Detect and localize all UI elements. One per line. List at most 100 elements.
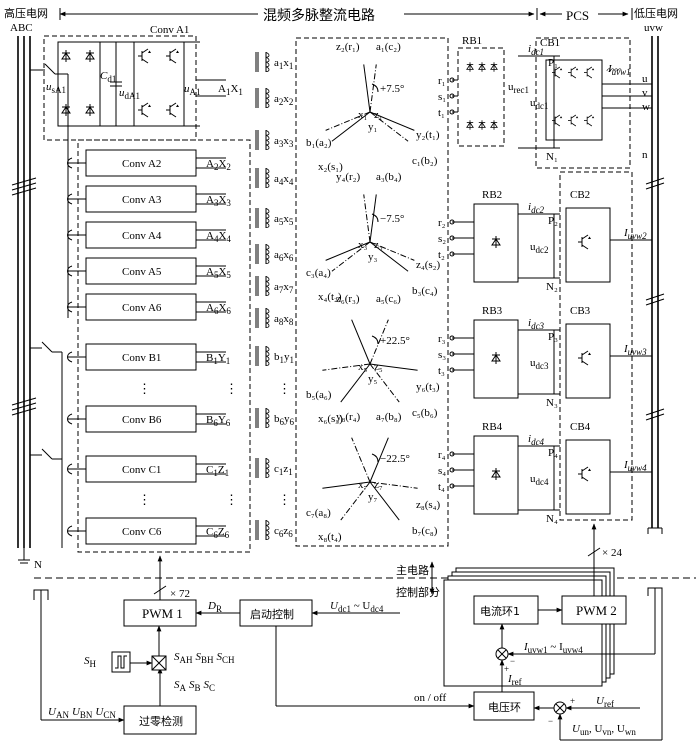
phasor-arm-dash <box>331 241 371 272</box>
idc-label: idc3 <box>528 317 545 331</box>
phasor-label: z₄(s₂) <box>416 259 440 271</box>
udc-range-label: Udc1 ~ Udc4 <box>330 600 384 614</box>
idc-label: idc4 <box>528 433 545 447</box>
phasor-arm <box>369 241 409 272</box>
phasor-label: x₅ <box>358 361 368 373</box>
svg-text:⋮: ⋮ <box>138 492 151 507</box>
phasor-label: a₇(b₈) <box>376 411 402 423</box>
rectifier-name: RB2 <box>482 189 502 201</box>
winding-label: b6y6 <box>274 413 295 427</box>
converter-port-label: C1Z1 <box>206 464 229 478</box>
rectifier-input-label: r₃ <box>438 333 446 345</box>
inverter-name: CB1 <box>540 37 560 49</box>
phasor-arm-dash <box>363 194 371 243</box>
converter-box <box>85 293 197 321</box>
phasor-label: b₃(c₄) <box>412 285 438 297</box>
winding-a3: a3x3 <box>255 130 294 150</box>
uref-label: Uref <box>596 695 614 709</box>
udc-label: udc4 <box>530 473 549 487</box>
winding-label: a3x3 <box>274 135 294 149</box>
phasor-label: z₅ <box>374 361 383 373</box>
main-circuit-label: 主电路 <box>396 564 429 577</box>
converter-port-label: B6Y6 <box>206 414 231 428</box>
sh-label: SH <box>84 655 97 669</box>
svg-text:⋮: ⋮ <box>225 381 238 396</box>
iref-label: Iref <box>507 673 522 687</box>
inverter-name: CB3 <box>570 305 591 317</box>
phasor-label: x₃ <box>358 239 368 251</box>
p-terminal: P₂ <box>548 215 558 227</box>
p-terminal: P₃ <box>548 331 558 343</box>
converter-box <box>85 343 197 371</box>
converter-label: Conv B6 <box>122 414 162 426</box>
conv-a1-title: Conv A1 <box>150 24 189 36</box>
converter-conv-b6: Conv B6 B6Y6 <box>67 405 231 433</box>
urec-label: urec1 <box>508 81 529 95</box>
uuvw-label: Uun, Uvn, Uwn <box>572 723 636 737</box>
phasor-label: c₁(b₂) <box>412 155 438 167</box>
converter-box <box>85 221 197 249</box>
neutral-label: N <box>34 559 42 571</box>
n-terminal: N₃ <box>546 397 558 409</box>
rectifier-input-label: t₁ <box>438 107 445 119</box>
lv-terminal-u: u <box>642 73 648 85</box>
header: 高压电网 ABC 混频多脉整流电路 PCS 低压电网 uvw <box>4 6 678 34</box>
voltage-loop-box <box>473 691 535 721</box>
phasor-label: y₄(r₂) <box>336 171 360 183</box>
udc-label: udc2 <box>530 241 549 255</box>
phasor-label: x₆(s₃) <box>318 413 343 425</box>
cb1-bridge <box>545 59 603 141</box>
converter-box <box>85 455 197 483</box>
winding-label: b1y1 <box>274 351 294 365</box>
phasor-arm-dash <box>340 481 371 521</box>
phasor-label: y₅ <box>368 373 378 385</box>
phasor-label: a₁(c₂) <box>376 41 401 53</box>
svg-text:⋮: ⋮ <box>278 381 291 396</box>
phasor-arm <box>369 481 400 521</box>
phasor-label: x₁ <box>358 109 368 121</box>
lv-terminal-v: v <box>642 87 648 99</box>
iuvw-label: Iuvw3 <box>623 343 647 357</box>
iuvw-label: Iuvw1 <box>607 63 631 77</box>
phasor-arm-dash <box>369 111 409 142</box>
inverter-box <box>565 207 611 283</box>
dr-label: DR <box>207 600 222 614</box>
converter-label: Conv C6 <box>122 526 162 538</box>
voltage-loop-label: 电压环 <box>488 701 521 714</box>
converter-box <box>85 257 197 285</box>
phasor-label: b₇(c₈) <box>412 525 438 537</box>
converter-label: Conv A6 <box>122 302 162 314</box>
phasor-label: b₅(a₆) <box>306 389 332 401</box>
winding-a2: a2x2 <box>255 88 293 108</box>
winding-label: a8x8 <box>274 313 294 327</box>
winding-label: a4x4 <box>274 173 294 187</box>
conv-a1-block: Conv A1 Cd1 udA1 usA1 uA1 A1X1 <box>43 24 243 141</box>
winding-a6: a6x6 <box>255 244 294 264</box>
rectifier-input-label: s₂ <box>438 233 446 245</box>
phasor-arm-dash <box>351 437 371 483</box>
phasor-label: a₅(c₆) <box>376 293 401 305</box>
converter-box <box>85 185 197 213</box>
phasor-label: a₃(b₄) <box>376 171 402 183</box>
phasor-label: z₇ <box>374 479 383 491</box>
startup-control-label: 启动控制 <box>250 607 294 621</box>
phasor-arm <box>363 64 371 113</box>
onoff-label: on / off <box>414 692 447 704</box>
idc-label: idc1 <box>528 43 544 57</box>
current-loop-label: 电流环1 <box>480 604 520 618</box>
pcs-label: PCS <box>566 8 589 23</box>
n-terminal: N₁ <box>546 151 558 163</box>
rectifier-name: RB4 <box>482 421 503 433</box>
rectifier-inverter-blocks: RB1urec1r₁s₁t₁idc1P₁N₁udc1RB2r₂s₂t₂idc2P… <box>438 35 652 525</box>
